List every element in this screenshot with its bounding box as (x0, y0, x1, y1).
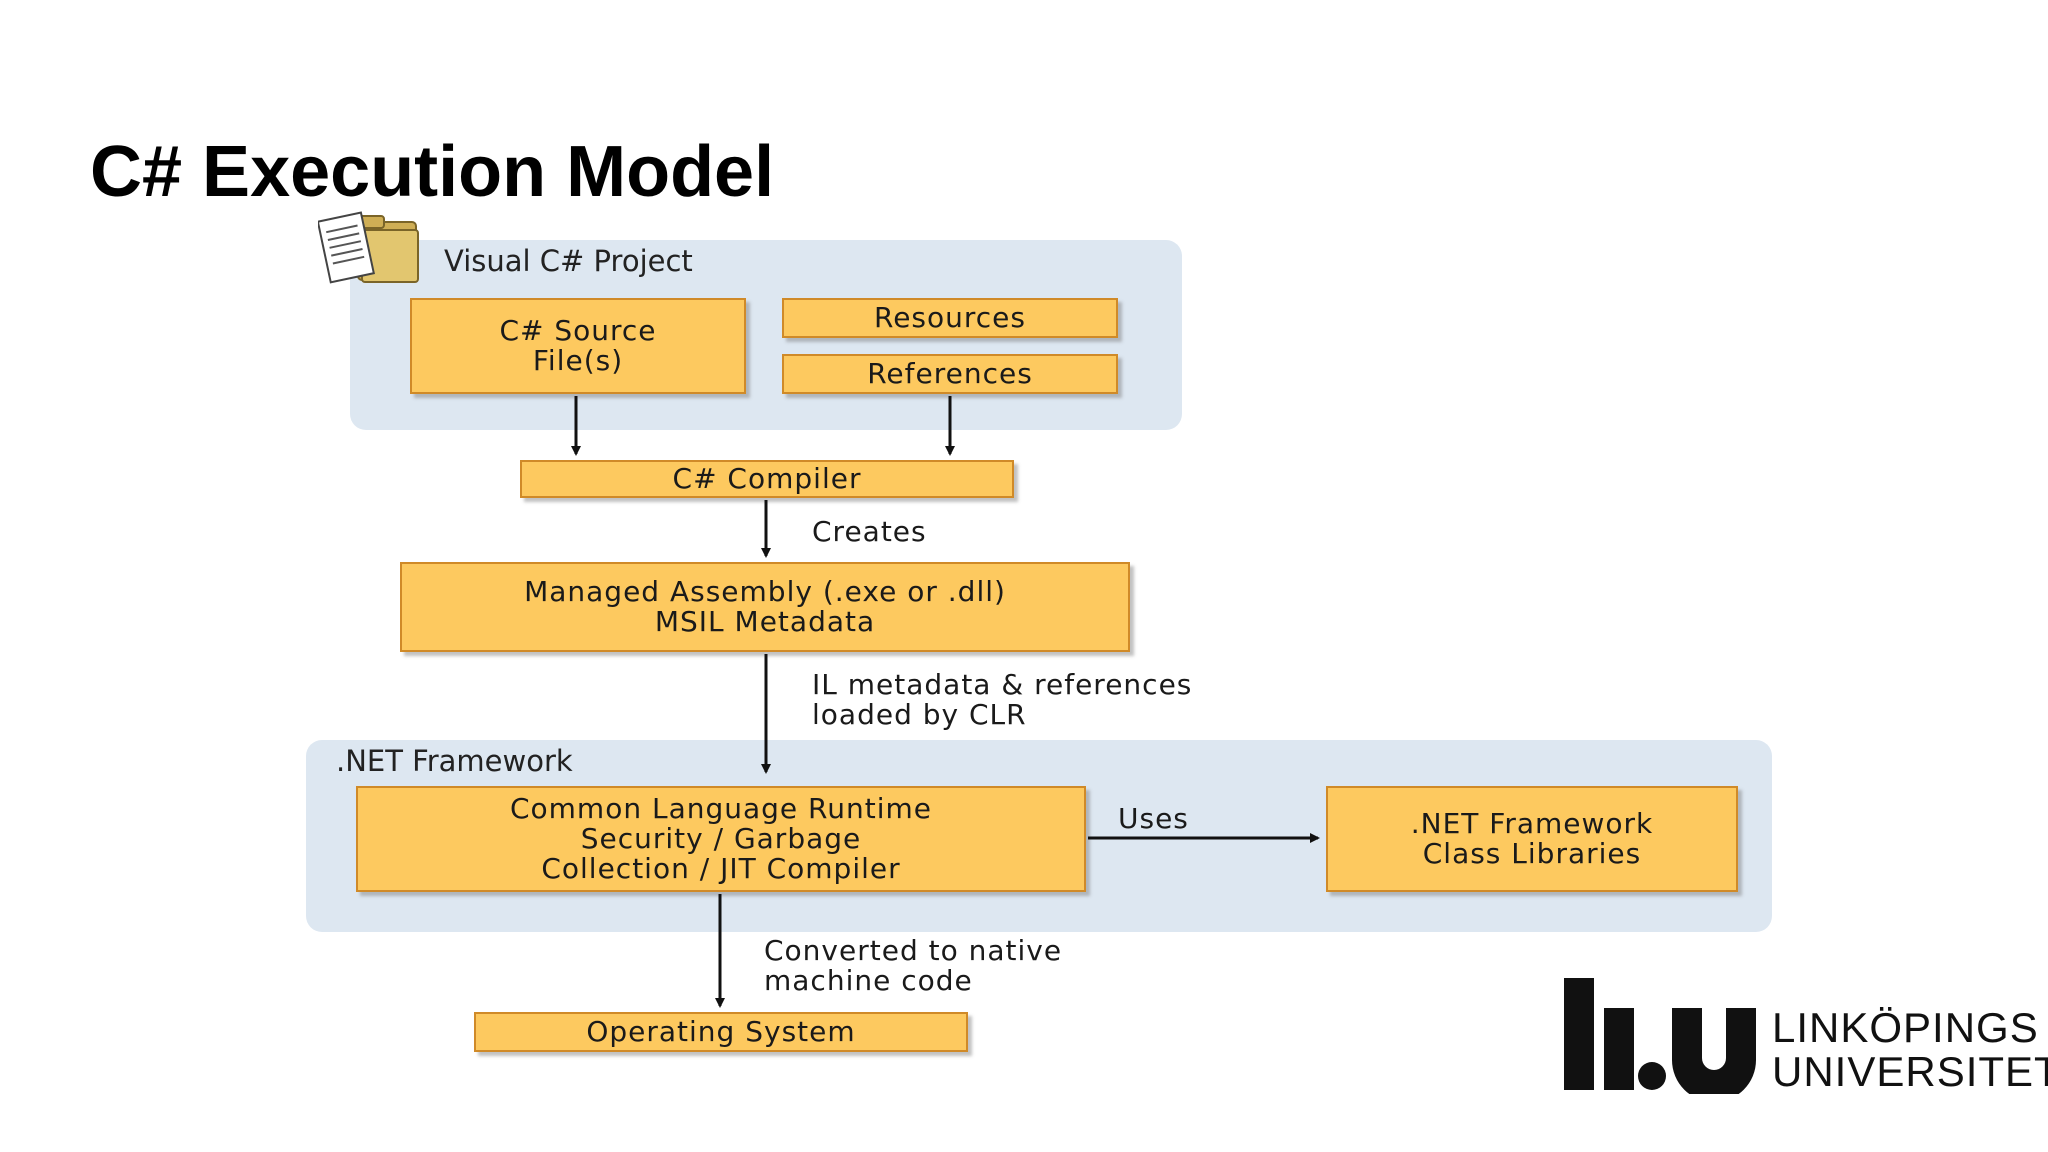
class-libraries-node: .NET Framework Class Libraries (1326, 786, 1738, 892)
folder-documents-icon (318, 211, 419, 284)
managed-assembly-node: Managed Assembly (.exe or .dll) MSIL Met… (400, 562, 1130, 652)
converted-label: Converted to native machine code (764, 934, 1063, 997)
framework-group-label: .NET Framework (336, 744, 573, 778)
csharp-source-files-node: C# Source File(s) (410, 298, 746, 394)
project-group-label: Visual C# Project (444, 244, 693, 278)
il-metadata-label: IL metadata & references loaded by CLR (812, 668, 1193, 731)
csharp-compiler-node: C# Compiler (520, 460, 1014, 498)
resources-node: Resources (782, 298, 1118, 338)
references-node: References (782, 354, 1118, 394)
liu-logo-icon (1564, 978, 1756, 1094)
logo-text-line2: UNIVERSITET (1772, 1048, 2048, 1095)
logo-text-line1: LINKÖPINGS (1772, 1004, 2039, 1051)
creates-label: Creates (812, 515, 927, 548)
uses-label: Uses (1118, 802, 1189, 835)
slide-title: C# Execution Model (90, 132, 775, 212)
clr-node: Common Language Runtime Security / Garba… (356, 786, 1086, 892)
operating-system-node: Operating System (474, 1012, 968, 1052)
